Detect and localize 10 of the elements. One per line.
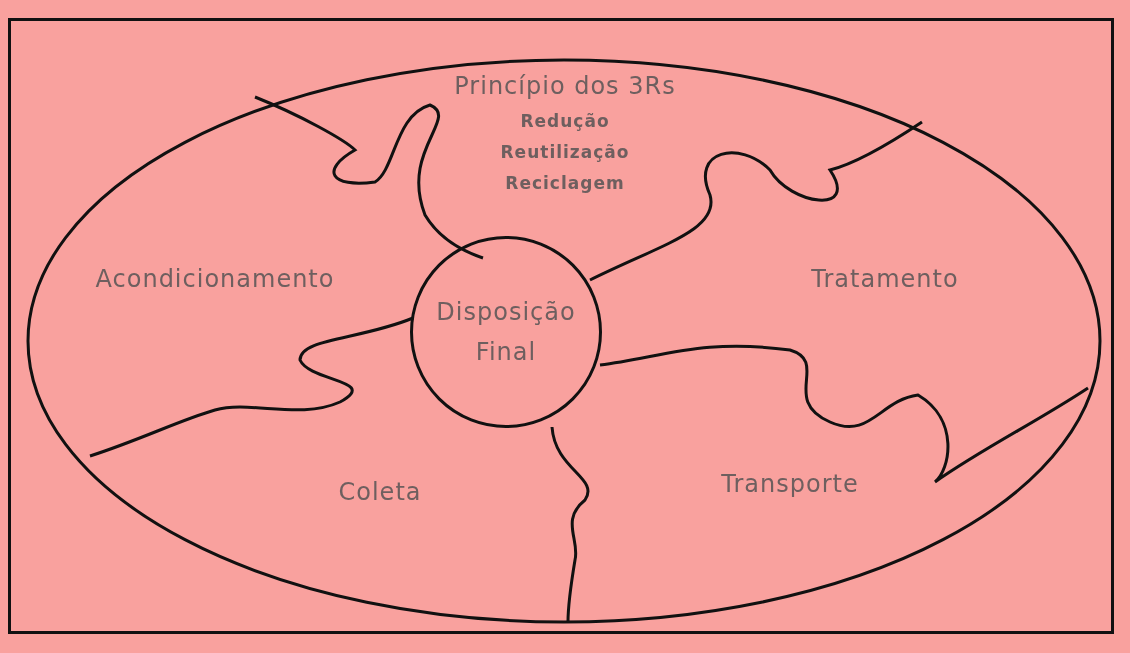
piece-label: Coleta [338, 478, 422, 506]
center-circle [410, 236, 602, 428]
list-item: Reciclagem [505, 172, 625, 195]
piece-label: Princípio dos 3Rs [454, 72, 676, 100]
circle-label: Disposição Final [435, 297, 577, 368]
piece-label: Acondicionamento [95, 265, 335, 293]
piece-label: Tratamento [811, 265, 959, 293]
list-item: Redução [520, 110, 610, 133]
list-item: Reutilização [500, 141, 630, 164]
piece-label: Transporte [721, 470, 859, 498]
